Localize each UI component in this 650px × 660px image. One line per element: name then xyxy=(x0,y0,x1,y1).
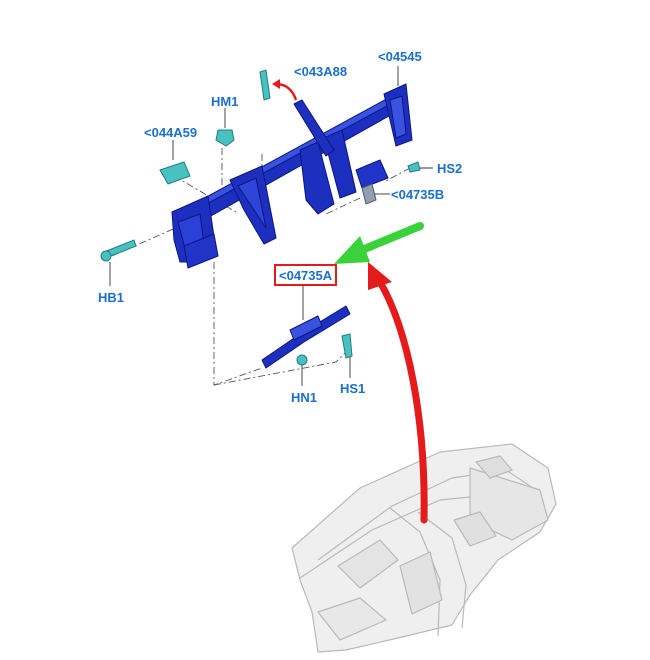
callout-043a88: <043A88 xyxy=(294,64,348,79)
alignment-line-044a59 xyxy=(173,175,237,213)
callout-04735a-highlighted: <04735A xyxy=(274,264,338,286)
red-arrow-043a88 xyxy=(272,79,298,101)
cross-car-beam xyxy=(171,83,413,269)
alignment-line-hb1 xyxy=(111,225,181,257)
alignment-line-hs2 xyxy=(383,167,411,183)
nut-hm1-icon xyxy=(215,129,235,147)
alignment-line-bottom xyxy=(213,351,347,386)
callout-hn1: HN1 xyxy=(291,390,318,405)
callout-044a59: <044A59 xyxy=(144,125,198,140)
dashboard-ghost-illustration xyxy=(291,443,557,653)
callout-hs2: HS2 xyxy=(437,161,463,176)
nut-hn1-icon xyxy=(296,354,308,366)
callout-04545: <04545 xyxy=(378,49,422,64)
red-arrow-dashboard-to-part xyxy=(368,262,428,524)
bracket-044a59-icon xyxy=(159,161,191,185)
alignment-line-04735b xyxy=(325,197,361,215)
bracket-04735b-icon xyxy=(361,183,377,205)
callout-hb1: HB1 xyxy=(98,290,125,305)
callout-04735b: <04735B xyxy=(391,187,445,202)
screw-hs2-icon xyxy=(407,161,421,173)
screw-hs1-icon xyxy=(341,333,353,359)
green-arrow-highlight xyxy=(334,222,424,264)
lower-bracket-04735a xyxy=(261,305,351,369)
callout-hs1: HS1 xyxy=(340,381,366,396)
alignment-line-left-drop xyxy=(213,262,263,386)
clip-043a88-icon xyxy=(259,69,271,101)
callout-hm1: HM1 xyxy=(211,94,239,109)
fasteners xyxy=(100,69,421,366)
